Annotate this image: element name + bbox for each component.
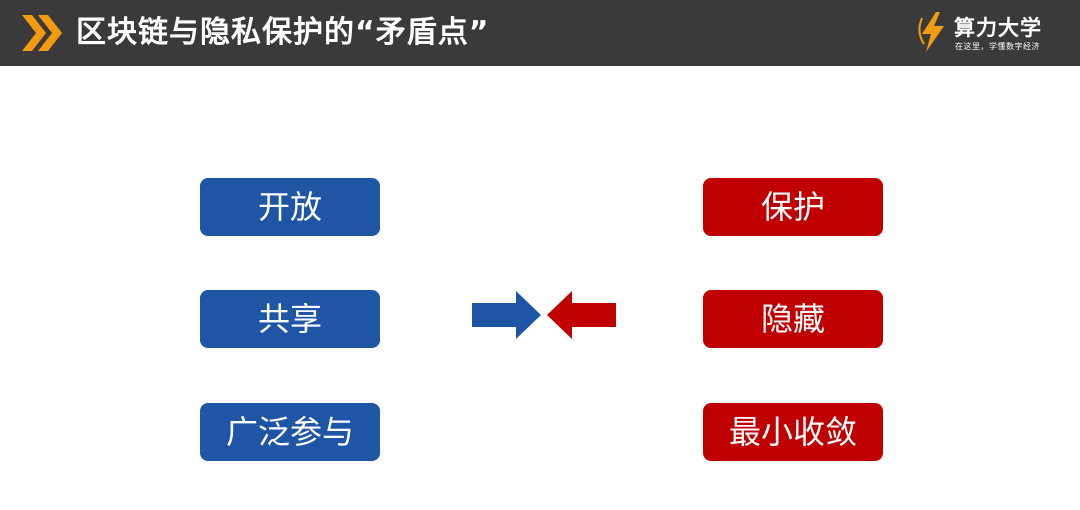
right-item-minimization: 最小收敛 [703,403,883,461]
page-title: 区块链与隐私保护的“矛盾点” [76,15,490,50]
brand-name: 算力大学 [954,16,1042,40]
header-bar: 区块链与隐私保护的“矛盾点” 算力大学 在这里，学懂数字经济 [0,0,1080,66]
brand-logo-icon [918,12,944,52]
right-item-protection: 保护 [703,178,883,236]
double-chevron-icon [22,15,62,51]
blue-right-arrow-icon [472,291,541,339]
left-item-sharing: 共享 [200,290,380,348]
right-item-hiding: 隐藏 [703,290,883,348]
opposing-arrows [472,291,616,339]
brand-slogan: 在这里，学懂数字经济 [955,42,1040,51]
left-item-participation: 广泛参与 [200,403,380,461]
red-left-arrow-icon [547,291,616,339]
left-item-openness: 开放 [200,178,380,236]
